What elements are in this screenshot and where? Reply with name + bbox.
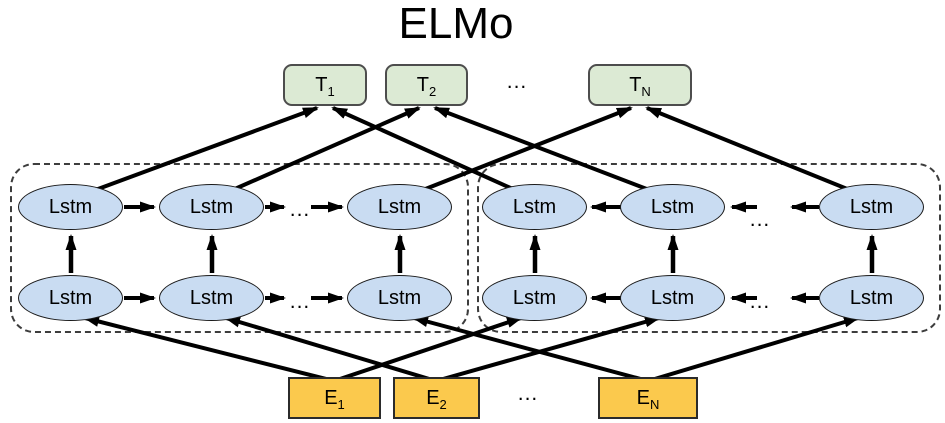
output-node-label: TN [629,73,651,99]
ellipsis-embeddings: ... [517,382,539,405]
vertical-arrows [65,234,878,273]
lstm-node-backward-layer1-pos1: Lstm [482,275,587,321]
lstm-node-forward-layer2-pos3: Lstm [347,184,452,230]
ellipsis-backward-layer1: ... [749,290,771,313]
lstm-node-backward-layer1-pos2: Lstm [620,275,725,321]
backward-horizontal-arrows [590,201,819,304]
output-node-label: T1 [315,73,335,99]
output-node-tn: TN [588,64,692,106]
embedding-to-lstm-arrows [83,316,860,383]
lstm-node-backward-layer2-pos2: Lstm [620,184,725,230]
lstm-node-forward-layer1-pos1: Lstm [18,275,123,321]
embedding-node-e2: E2 [393,377,480,419]
forward-horizontal-arrows [124,201,344,304]
lstm-node-forward-layer1-pos3: Lstm [347,275,452,321]
output-node-t2: T2 [385,64,468,106]
ellipsis-outputs: ... [506,70,528,93]
lstm-node-backward-layer2-pos1: Lstm [482,184,587,230]
output-node-t1: T1 [283,64,367,106]
embedding-node-label: EN [636,386,660,412]
lstm-node-forward-layer1-pos2: Lstm [159,275,264,321]
diagram-title: ELMo [398,0,514,48]
backward-lstm-group-box [477,163,941,333]
ellipsis-backward-layer2: ... [749,208,771,231]
lstm-to-output-arrows [70,106,873,201]
output-node-label: T2 [416,73,437,99]
lstm-node-forward-layer2-pos1: Lstm [18,184,123,230]
embedding-node-label: E1 [324,386,345,412]
embedding-node-en: EN [598,377,698,419]
lstm-node-forward-layer2-pos2: Lstm [159,184,264,230]
lstm-node-backward-layer2-pos3: Lstm [819,184,924,230]
ellipsis-forward-layer1: ... [289,290,311,313]
embedding-node-label: E2 [426,386,447,412]
embedding-node-e1: E1 [288,377,381,419]
lstm-node-backward-layer1-pos3: Lstm [819,275,924,321]
ellipsis-forward-layer2: ... [289,198,311,221]
forward-lstm-group-box [10,163,469,333]
